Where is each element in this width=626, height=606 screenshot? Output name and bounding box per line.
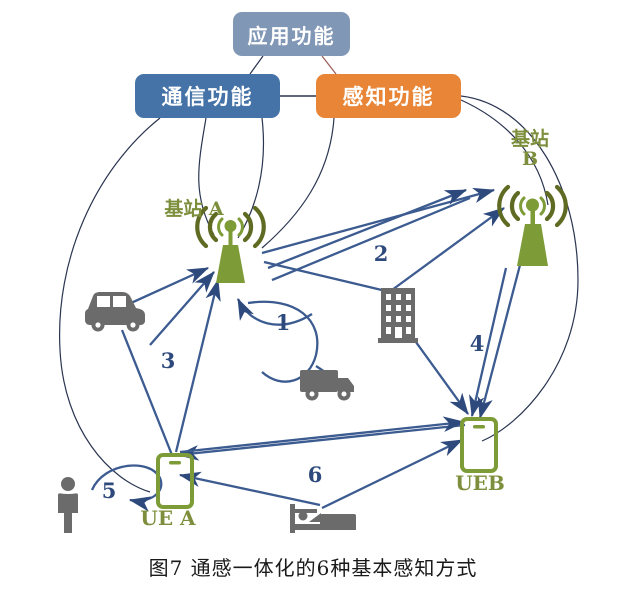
arrow-mode3-car-to-bsa bbox=[119, 266, 210, 310]
connector-sense-to-bsb bbox=[460, 99, 549, 206]
bed-icon bbox=[290, 504, 356, 533]
arrow-mode6-bed-to-ueb bbox=[321, 438, 464, 510]
base-station-a-icon bbox=[195, 205, 266, 283]
figure-caption: 图7 通感一体化的6种基本感知方式 bbox=[148, 556, 478, 580]
arrow-mode1-out bbox=[236, 297, 313, 326]
building-icon bbox=[378, 288, 418, 343]
sensing-arrows bbox=[90, 187, 522, 512]
communication-function-box[interactable]: 通信功能 bbox=[135, 74, 280, 118]
arrow-bsa-to-bsb-upper bbox=[267, 188, 468, 270]
arrow-mode4-bsb-to-ueb-2 bbox=[469, 267, 508, 418]
arrow-mode6-bed-to-uea bbox=[178, 471, 321, 507]
arrow-mode3-uea-to-bsa bbox=[174, 278, 221, 453]
arrow-mode3-car2-to-bsa bbox=[149, 271, 215, 346]
arrow-bsa-to-bsb-lower bbox=[271, 196, 471, 282]
sensing-mode-number-2: 2 bbox=[373, 241, 389, 266]
person-icon bbox=[58, 477, 78, 533]
ue-a-icon bbox=[156, 453, 194, 509]
car-icon bbox=[85, 292, 145, 332]
arrow-mode1-loop bbox=[247, 300, 319, 383]
sensing-function-box[interactable]: 感知功能 bbox=[316, 74, 461, 118]
arrow-mode6-uea-to-ueb bbox=[179, 416, 466, 454]
ue-b-label: UEB bbox=[455, 471, 505, 495]
truck-icon bbox=[300, 370, 354, 401]
sensing-mode-number-6: 6 bbox=[307, 462, 323, 487]
connector-comm-left-sweep bbox=[58, 117, 161, 493]
sensing-mode-number-5: 5 bbox=[101, 478, 117, 503]
arrow-mode2-bsa-to-building bbox=[263, 260, 391, 294]
sensing-mode-number-3: 3 bbox=[160, 348, 176, 373]
base-station-b-icon bbox=[497, 184, 568, 266]
arrow-mode2-building-to-bsb bbox=[391, 207, 505, 291]
arrow-mode4-bsb-to-ueb bbox=[477, 264, 522, 420]
application-function-box[interactable]: 应用功能 bbox=[233, 12, 350, 56]
connector-app-to-comm bbox=[249, 55, 264, 75]
connector-app-to-sense bbox=[321, 55, 337, 75]
ue-b-icon bbox=[460, 417, 498, 473]
ue-a-label: UE A bbox=[140, 506, 196, 530]
sensing-mode-number-4: 4 bbox=[469, 331, 485, 356]
sensing-mode-number-1: 1 bbox=[275, 310, 291, 335]
connector-sense-to-bsa bbox=[261, 117, 335, 249]
base-station-a-label: 基站 A bbox=[164, 198, 224, 220]
hierarchy-connectors bbox=[58, 55, 579, 493]
connector-sense-right-sweep bbox=[460, 95, 579, 442]
arrow-mode6-ueb-to-uea bbox=[176, 423, 466, 461]
connector-comm-to-bsa bbox=[198, 117, 215, 236]
arrow-mode3-uea-to-car bbox=[120, 329, 174, 456]
base-station-b-label: 基站 B bbox=[510, 128, 549, 170]
